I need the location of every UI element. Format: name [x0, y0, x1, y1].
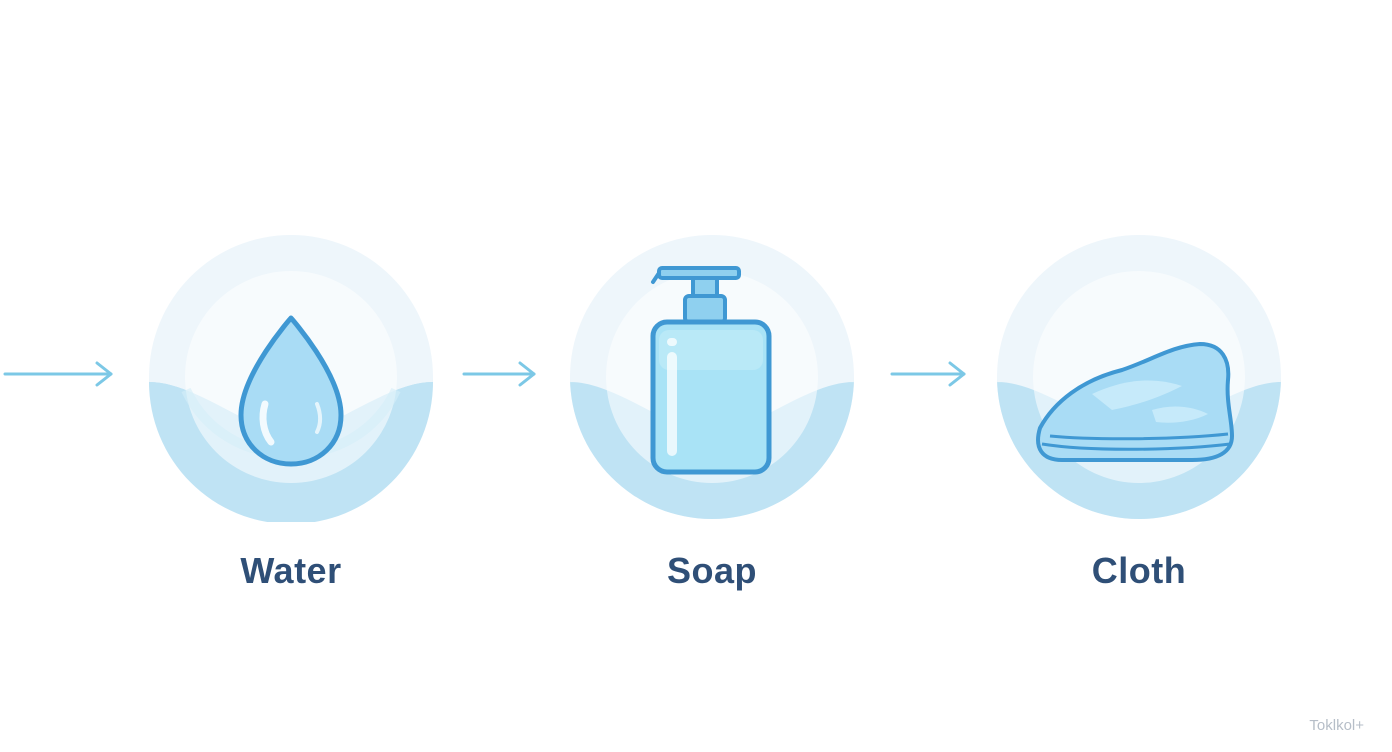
soap-pump-bottle-icon: [650, 266, 772, 475]
flow-arrow-icon: [890, 361, 966, 387]
step-label: Cloth: [1091, 550, 1187, 591]
step-label: Water: [240, 550, 342, 591]
water-drop-icon: [238, 315, 344, 467]
step-cloth: Cloth: [994, 232, 1284, 632]
folded-cloth-icon: [1036, 342, 1234, 462]
step-water: Water: [146, 232, 436, 632]
flow-arrow-icon: [3, 361, 113, 387]
flow-arrow-icon: [462, 361, 536, 387]
step-label: Soap: [666, 550, 757, 591]
step-soap: Soap: [567, 232, 857, 632]
watermark-text: Toklkol+: [1309, 717, 1364, 734]
